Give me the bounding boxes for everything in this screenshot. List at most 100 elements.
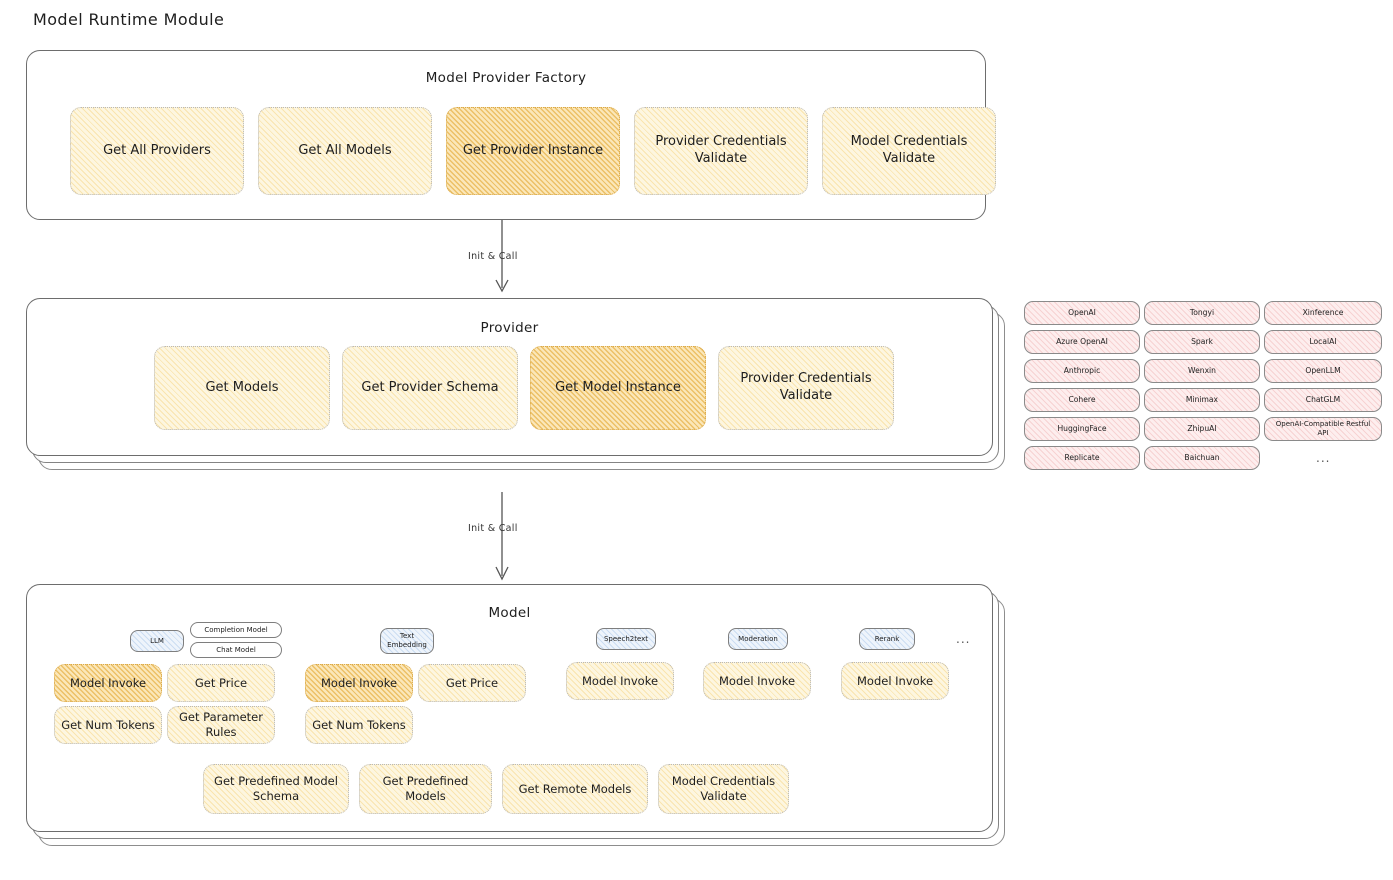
provider-tag-label: Cohere: [1068, 395, 1096, 405]
method-label: Get Price: [445, 675, 499, 690]
provider-item-get-models[interactable]: Get Models: [154, 346, 330, 430]
provider-tag-minimax[interactable]: Minimax: [1144, 388, 1260, 412]
provider-list: OpenAI Azure OpenAI Anthropic Cohere Hug…: [1024, 301, 1384, 473]
rerank-method-model-invoke[interactable]: Model Invoke: [841, 662, 949, 700]
provider-tag-spark[interactable]: Spark: [1144, 330, 1260, 354]
factory-item-label: Get All Models: [298, 142, 392, 158]
model-types-more: ...: [956, 632, 971, 646]
factory-item-label: Model Credentials Validate: [850, 134, 968, 166]
model-type-text-embedding[interactable]: Text Embedding: [380, 628, 434, 654]
method-label: Get Parameter Rules: [179, 710, 263, 739]
provider-tag-localai[interactable]: LocalAI: [1264, 330, 1382, 354]
model-type-llm[interactable]: LLM: [130, 630, 184, 652]
method-label: Model Invoke: [856, 673, 934, 688]
arrow-label: Init & Call: [468, 523, 518, 534]
provider-tag-label: ZhipuAI: [1187, 424, 1217, 434]
provider-item-get-provider-schema[interactable]: Get Provider Schema: [342, 346, 518, 430]
factory-item-model-credentials-validate[interactable]: Model Credentials Validate: [822, 107, 996, 195]
factory-title: Model Provider Factory: [425, 70, 587, 86]
model-type-moderation[interactable]: Moderation: [728, 628, 788, 650]
provider-tag-label: Spark: [1191, 337, 1213, 347]
model-subtype-label: Completion Model: [204, 625, 268, 634]
method-label: Get Remote Models: [518, 781, 632, 796]
provider-tag-huggingface[interactable]: HuggingFace: [1024, 417, 1140, 441]
provider-tag-wenxin[interactable]: Wenxin: [1144, 359, 1260, 383]
arrow-factory-to-provider: Init & Call: [468, 220, 590, 300]
provider-tag-xinference[interactable]: Xinference: [1264, 301, 1382, 325]
provider-tag-chatglm[interactable]: ChatGLM: [1264, 388, 1382, 412]
provider-tag-openai[interactable]: OpenAI: [1024, 301, 1140, 325]
moderation-method-model-invoke[interactable]: Model Invoke: [703, 662, 811, 700]
model-title: Model: [488, 605, 531, 621]
factory-item-get-all-models[interactable]: Get All Models: [258, 107, 432, 195]
provider-tag-label: Tongyi: [1189, 308, 1215, 318]
provider-tag-tongyi[interactable]: Tongyi: [1144, 301, 1260, 325]
method-label: Model Invoke: [320, 675, 398, 690]
provider-tag-label: OpenLLM: [1305, 366, 1341, 376]
provider-tag-openai-compatible-restful-api[interactable]: OpenAI-Compatible Restful API: [1264, 417, 1382, 441]
provider-tag-label: LocalAI: [1309, 337, 1337, 347]
provider-item-get-model-instance[interactable]: Get Model Instance: [530, 346, 706, 430]
provider-list-more: ...: [1316, 451, 1331, 465]
model-common-get-remote-models[interactable]: Get Remote Models: [502, 764, 648, 814]
factory-item-label: Provider Credentials Validate: [655, 134, 787, 166]
provider-tag-label: Anthropic: [1063, 366, 1101, 376]
model-type-rerank[interactable]: Rerank: [859, 628, 915, 650]
page-title: Model Runtime Module: [33, 10, 225, 29]
factory-item-provider-credentials-validate[interactable]: Provider Credentials Validate: [634, 107, 808, 195]
model-type-speech2text[interactable]: Speech2text: [596, 628, 656, 650]
model-provider-factory-card: Model Provider Factory Get All Providers…: [26, 50, 996, 220]
provider-title: Provider: [480, 320, 539, 336]
provider-tag-replicate[interactable]: Replicate: [1024, 446, 1140, 470]
factory-item-label: Get Provider Instance: [462, 142, 604, 158]
model-subtype-completion-model[interactable]: Completion Model: [190, 622, 282, 638]
model-type-label: Speech2text: [603, 634, 649, 643]
provider-tag-label: Azure OpenAI: [1056, 337, 1108, 347]
provider-item-label: Get Models: [205, 379, 279, 395]
llm-method-model-invoke[interactable]: Model Invoke: [54, 664, 162, 702]
method-label: Get Num Tokens: [61, 717, 155, 732]
provider-item-label: Get Model Instance: [555, 379, 681, 395]
arrow-icon: [495, 220, 509, 293]
model-type-label: Rerank: [874, 634, 900, 643]
factory-item-label: Get All Providers: [103, 142, 211, 158]
provider-item-label: Get Provider Schema: [361, 379, 499, 395]
provider-tag-cohere[interactable]: Cohere: [1024, 388, 1140, 412]
provider-card: Provider Get Models Get Provider Schema …: [26, 298, 1016, 478]
arrow-icon: [495, 492, 509, 581]
provider-tag-label: HuggingFace: [1057, 424, 1107, 434]
provider-tag-azure-openai[interactable]: Azure OpenAI: [1024, 330, 1140, 354]
factory-item-get-all-providers[interactable]: Get All Providers: [70, 107, 244, 195]
provider-item-provider-credentials-validate[interactable]: Provider Credentials Validate: [718, 346, 894, 430]
model-card: Model LLM Completion Model Chat Model Mo…: [26, 584, 1016, 859]
llm-method-get-price[interactable]: Get Price: [167, 664, 275, 702]
provider-tag-zhipuai[interactable]: ZhipuAI: [1144, 417, 1260, 441]
method-label: Model Invoke: [69, 675, 147, 690]
provider-tag-anthropic[interactable]: Anthropic: [1024, 359, 1140, 383]
method-label: Get Predefined Model Schema: [214, 774, 338, 803]
model-common-get-predefined-models[interactable]: Get Predefined Models: [359, 764, 492, 814]
text-embedding-method-model-invoke[interactable]: Model Invoke: [305, 664, 413, 702]
provider-tag-baichuan[interactable]: Baichuan: [1144, 446, 1260, 470]
provider-tag-label: OpenAI-Compatible Restful API: [1275, 420, 1371, 437]
method-label: Get Num Tokens: [312, 717, 406, 732]
provider-tag-label: ChatGLM: [1305, 395, 1341, 405]
speech2text-method-model-invoke[interactable]: Model Invoke: [566, 662, 674, 700]
llm-method-get-num-tokens[interactable]: Get Num Tokens: [54, 706, 162, 744]
text-embedding-method-get-price[interactable]: Get Price: [418, 664, 526, 702]
llm-method-get-parameter-rules[interactable]: Get Parameter Rules: [167, 706, 275, 744]
provider-tag-label: Replicate: [1064, 453, 1100, 463]
provider-tag-label: Minimax: [1185, 395, 1219, 405]
provider-item-label: Provider Credentials Validate: [740, 371, 872, 403]
factory-item-get-provider-instance[interactable]: Get Provider Instance: [446, 107, 620, 195]
provider-tag-openllm[interactable]: OpenLLM: [1264, 359, 1382, 383]
model-common-get-predefined-model-schema[interactable]: Get Predefined Model Schema: [203, 764, 349, 814]
model-type-label: Moderation: [738, 634, 778, 643]
model-subtype-chat-model[interactable]: Chat Model: [190, 642, 282, 658]
model-common-model-credentials-validate[interactable]: Model Credentials Validate: [658, 764, 789, 814]
arrow-label: Init & Call: [468, 251, 518, 262]
model-subtype-label: Chat Model: [216, 645, 256, 654]
arrow-provider-to-model: Init & Call: [468, 492, 590, 587]
method-label: Model Credentials Validate: [671, 774, 776, 803]
text-embedding-method-get-num-tokens[interactable]: Get Num Tokens: [305, 706, 413, 744]
